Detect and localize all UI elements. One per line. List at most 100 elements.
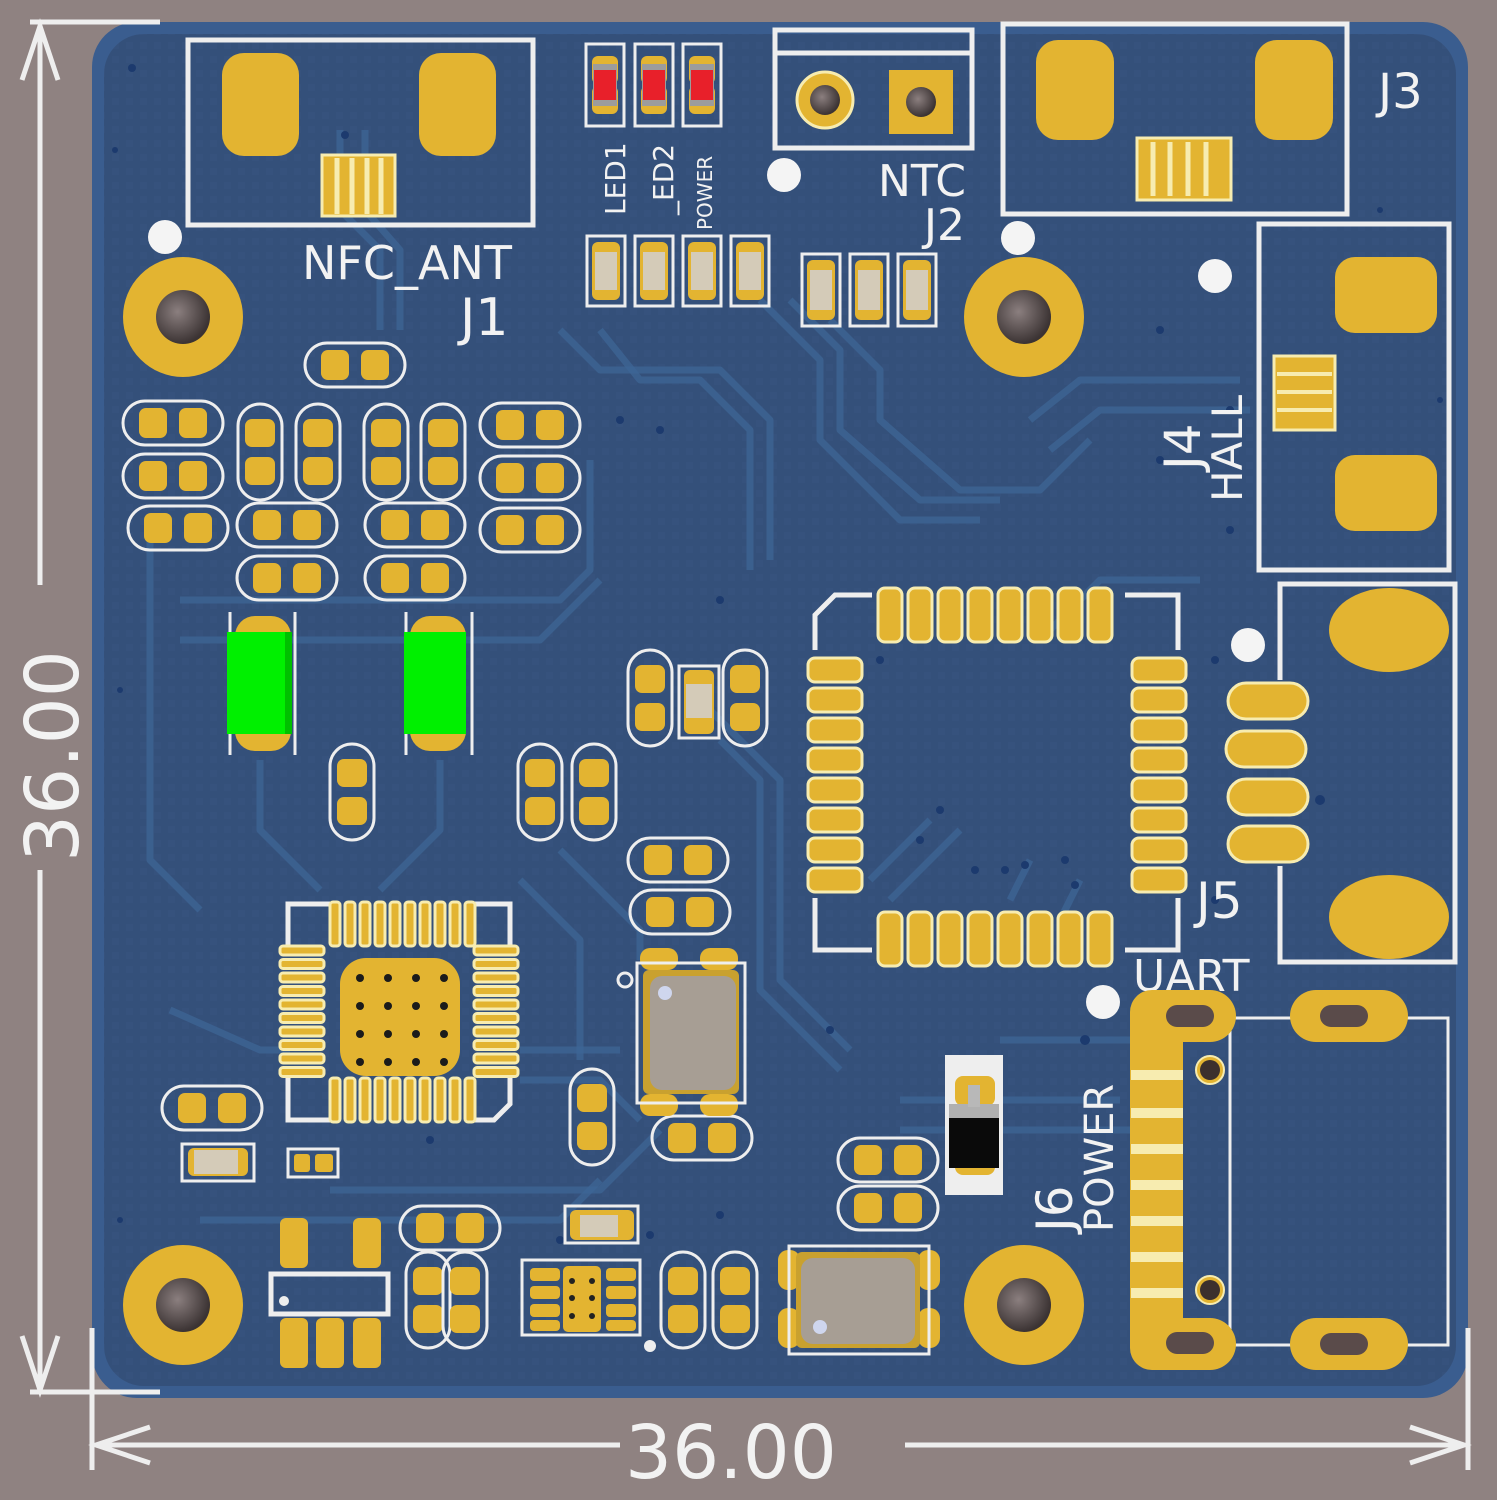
j4-ref-label: J4	[1154, 423, 1212, 473]
j1-ref-label: J1	[457, 288, 508, 348]
ic-pin	[278, 1039, 326, 1051]
ic-pin	[448, 1076, 462, 1124]
ic-pin	[278, 998, 326, 1011]
capacitor-0402	[441, 1250, 489, 1350]
ic-pin	[358, 1076, 372, 1124]
mounting-hole-top-left	[123, 257, 243, 377]
ic-pin	[472, 944, 520, 957]
module-pad	[1130, 656, 1188, 684]
thermal-via	[412, 974, 420, 982]
thermal-via	[384, 974, 392, 982]
traces	[146, 130, 1250, 1224]
usb-pins	[1131, 1070, 1183, 1298]
mounting-hole-bottom-right	[964, 1245, 1084, 1365]
ic-pin	[472, 1052, 520, 1065]
thermal-via	[356, 974, 364, 982]
module-pad	[806, 866, 864, 894]
ic-pin	[343, 1076, 357, 1124]
thermal-via	[440, 1002, 448, 1010]
module-pad	[1130, 716, 1188, 744]
capacitor-0402	[516, 742, 564, 842]
mounting-holes	[123, 257, 1084, 1365]
module-pad	[806, 656, 864, 684]
module-pad	[996, 910, 1024, 968]
passive-cluster-left	[121, 341, 940, 1350]
led-led2	[633, 42, 675, 128]
module-pad	[1130, 866, 1188, 894]
module-pad	[1026, 586, 1054, 644]
capacitor-0402	[478, 401, 582, 449]
resistor	[585, 234, 627, 308]
j2-ref-label: J2	[921, 200, 965, 251]
capacitor-0402	[836, 1136, 940, 1184]
capacitor-0402	[568, 1067, 616, 1167]
connector-j5-uart: J5 UART	[1133, 581, 1458, 1002]
module-pad	[996, 586, 1024, 644]
ic-pin	[403, 900, 417, 948]
module-pad	[966, 910, 994, 968]
module-pad	[1086, 586, 1114, 644]
capacitor-0402	[836, 1184, 940, 1232]
status-leds: LED1 _ED2 POWER	[584, 42, 723, 230]
small-chips	[180, 664, 721, 1245]
module-pad	[936, 586, 964, 644]
thermal-via	[384, 1030, 392, 1038]
capacitor-0402	[362, 402, 410, 502]
ic-pin	[472, 1012, 520, 1024]
capacitor-0402	[236, 402, 284, 502]
connector-j2-ntc: NTC J2	[772, 27, 975, 251]
resistor	[681, 234, 723, 308]
capacitor-0402	[303, 341, 407, 389]
resistor-chip	[677, 664, 721, 740]
ic-pin	[472, 1039, 520, 1051]
ic-pin	[472, 958, 520, 970]
j5-ref-label: J5	[1193, 872, 1243, 930]
ic-pin	[358, 900, 372, 948]
capacitor-0402	[650, 1114, 754, 1162]
ic-pin	[278, 1025, 326, 1038]
resistor	[729, 234, 771, 308]
module-pad	[966, 586, 994, 644]
ic-pin	[373, 900, 387, 948]
j6-ref-label: J6	[1026, 1185, 1084, 1235]
j6-name-label: POWER	[1077, 1084, 1123, 1232]
module-pad	[806, 776, 864, 804]
module-pad	[1130, 776, 1188, 804]
thermal-via	[440, 1058, 448, 1066]
thermal-via	[384, 1058, 392, 1066]
resistor-chip	[180, 1142, 256, 1183]
mounting-hole-bottom-left	[123, 1245, 243, 1365]
ic-pin	[343, 900, 357, 948]
thermal-via	[440, 974, 448, 982]
module-pad	[1130, 686, 1188, 714]
capacitor-0402	[121, 399, 225, 447]
ic-pin	[403, 1076, 417, 1124]
capacitor-0402	[121, 452, 225, 500]
module-pad	[876, 910, 904, 968]
module-pad	[1130, 746, 1188, 774]
connector-j4-hall: J4 HALL	[1154, 221, 1452, 573]
capacitor-0402	[478, 506, 582, 554]
module-pad	[1130, 836, 1188, 864]
ic-pin	[278, 971, 326, 984]
ic-pin	[278, 944, 326, 957]
capacitor-0402	[328, 742, 376, 842]
capacitor-0402	[628, 888, 732, 936]
capacitor-0402	[126, 504, 230, 552]
led1-label: LED1	[599, 142, 632, 215]
module-pad	[1056, 586, 1084, 644]
module-pad	[806, 746, 864, 774]
ic-pin	[278, 1052, 326, 1065]
ic-pin	[388, 1076, 402, 1124]
capacitor-0402	[363, 554, 467, 602]
ic-pin	[472, 1025, 520, 1038]
module-pad	[806, 686, 864, 714]
resistor	[800, 252, 842, 328]
green-capacitors	[227, 612, 474, 755]
thermal-via	[412, 1030, 420, 1038]
capacitor-0402	[419, 402, 467, 502]
ic-pin	[278, 1066, 326, 1078]
capacitor-0402	[711, 1250, 759, 1350]
ic-pin	[278, 985, 326, 997]
ic-pin	[463, 1076, 477, 1124]
